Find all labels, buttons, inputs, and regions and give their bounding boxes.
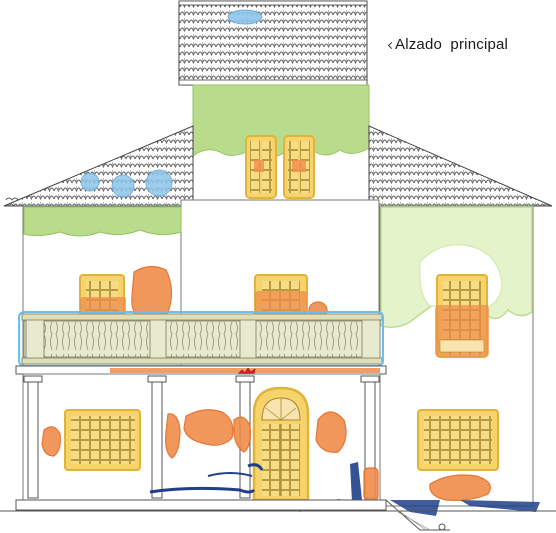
right-roof xyxy=(368,125,553,207)
missing-render-ground-6 xyxy=(363,467,379,501)
main-entrance-door xyxy=(252,386,310,502)
moisture-stain-roof-2 xyxy=(111,174,135,198)
left-eave-stain-green xyxy=(23,206,182,237)
missing-render-ground-3 xyxy=(183,409,234,446)
balcony-highlight xyxy=(18,311,384,367)
moisture-stain-tower xyxy=(227,9,263,25)
ground-window-right xyxy=(417,409,499,471)
missing-render-ground-1 xyxy=(41,426,61,457)
moisture-stain-roof-3 xyxy=(145,169,173,197)
missing-render-ground-4 xyxy=(233,416,251,453)
moisture-stain-roof-1 xyxy=(80,172,100,192)
tower-roof xyxy=(178,0,368,86)
missing-render-ground-7 xyxy=(429,474,491,501)
ground-window-left xyxy=(64,409,141,471)
drawing-caption: Alzado principal xyxy=(395,36,509,53)
plinth xyxy=(15,499,387,511)
entrance-steps xyxy=(385,499,450,531)
missing-render-ground-5 xyxy=(315,411,347,453)
missing-render-ground-2 xyxy=(165,413,181,459)
tower-stain-green xyxy=(192,84,370,158)
tower-window-left xyxy=(245,135,277,199)
upper-window-right xyxy=(435,274,489,358)
balcony-railing xyxy=(21,313,383,365)
tower-window-right xyxy=(283,135,315,199)
balcony-slab-damage xyxy=(110,368,380,373)
